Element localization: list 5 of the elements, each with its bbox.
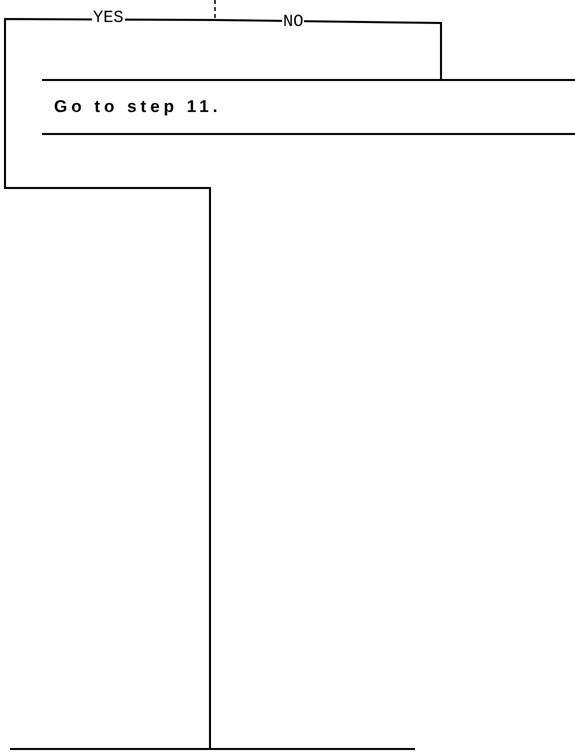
process-box bbox=[42, 79, 575, 135]
connector-line bbox=[214, 19, 442, 79]
connector-line bbox=[214, 0, 216, 20]
step-text: Go to step 11. bbox=[54, 97, 222, 117]
connector-line bbox=[4, 18, 215, 748]
